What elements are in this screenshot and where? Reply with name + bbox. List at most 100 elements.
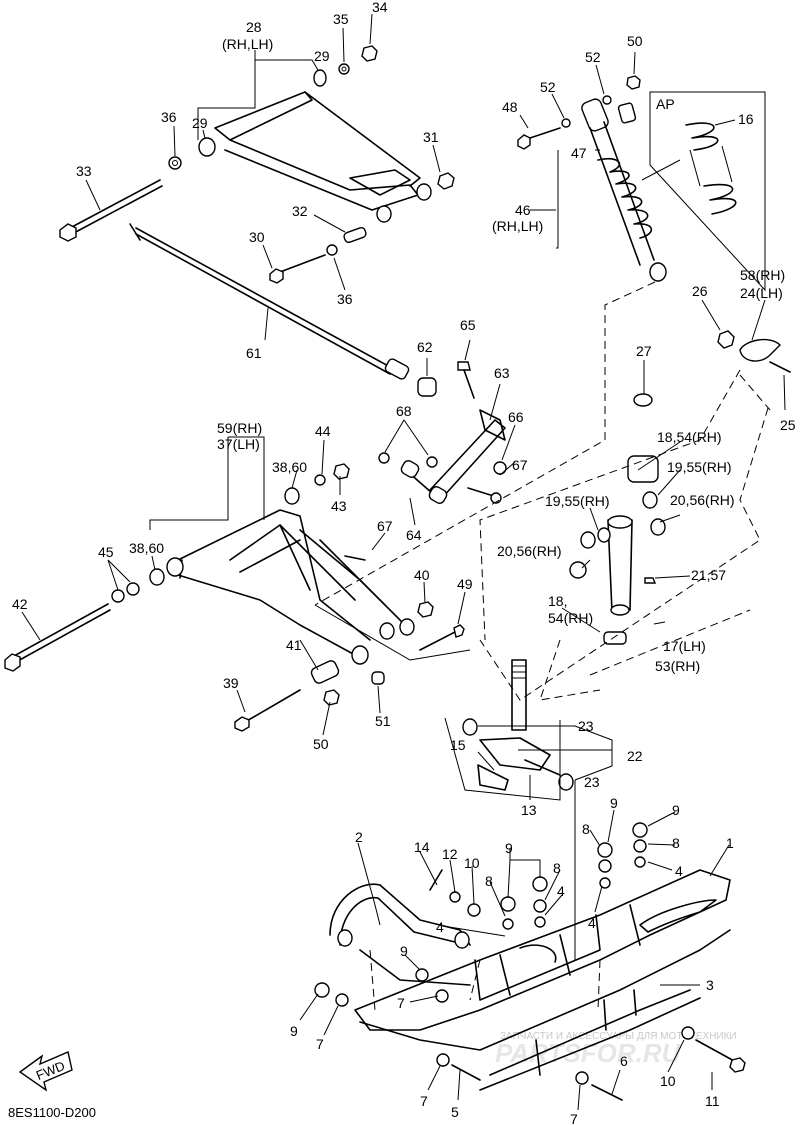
- callout-46-side: (RH,LH): [492, 218, 543, 234]
- callout-27: 27: [636, 343, 652, 359]
- callout-54-lower: 54(RH): [548, 610, 593, 626]
- callout-22: 22: [627, 748, 643, 764]
- callout-53: 53(RH): [655, 658, 700, 674]
- callout-36-lower: 36: [337, 291, 353, 307]
- shock-absorber: [517, 75, 667, 282]
- callout-67-upper: 67: [512, 457, 528, 473]
- callout-14: 14: [414, 839, 430, 855]
- assembly-frames: [314, 281, 771, 1011]
- callout-32: 32: [292, 203, 308, 219]
- callout-36-left: 36: [161, 109, 177, 125]
- callout-51: 51: [375, 713, 391, 729]
- callout-28-side: (RH,LH): [222, 36, 273, 52]
- callout-47: 47: [571, 145, 587, 161]
- callout-38-60-lower: 38,60: [129, 540, 164, 556]
- callout-2: 2: [355, 829, 363, 845]
- ski-hardware: [314, 822, 746, 1101]
- callout-46: 46: [515, 202, 531, 218]
- callout-37: 37(LH): [217, 436, 260, 452]
- callout-6: 6: [620, 1053, 628, 1069]
- callout-20-56-right: 20,56(RH): [670, 492, 735, 508]
- fwd-arrow-icon: FWD: [18, 1051, 73, 1092]
- callout-33: 33: [76, 163, 92, 179]
- steering-arm: [717, 330, 791, 373]
- callout-44: 44: [315, 423, 331, 439]
- lower-arm-hardware: [4, 463, 465, 732]
- callout-61: 61: [246, 345, 262, 361]
- callout-52-left: 52: [540, 79, 556, 95]
- callout-52-top: 52: [585, 49, 601, 65]
- long-shaft: [129, 223, 410, 380]
- callout-10-b: 10: [660, 1073, 676, 1089]
- callout-42: 42: [12, 596, 28, 612]
- upper-arm-hardware: [59, 45, 455, 284]
- callout-18-54-upper: 18,54(RH): [657, 429, 722, 445]
- callout-40: 40: [414, 567, 430, 583]
- callout-23-upper: 23: [578, 718, 594, 734]
- callout-5: 5: [451, 1104, 459, 1120]
- callout-15: 15: [450, 737, 466, 753]
- callout-23-lower: 23: [584, 774, 600, 790]
- callout-9-a: 9: [610, 795, 618, 811]
- callout-19-55-left: 19,55(RH): [545, 493, 610, 509]
- callout-34: 34: [372, 0, 388, 15]
- callout-9-b: 9: [672, 802, 680, 818]
- callout-65: 65: [460, 317, 476, 333]
- callout-8-c: 8: [553, 860, 561, 876]
- callout-24: 24(LH): [740, 285, 783, 301]
- upper-a-arm: [198, 69, 432, 223]
- callout-4-a: 4: [675, 863, 683, 879]
- leader-lines: [21, 13, 786, 1111]
- callout-21-57: 21,57: [691, 567, 726, 583]
- callout-10-a: 10: [464, 855, 480, 871]
- ski: [354, 869, 731, 1091]
- callout-7-c: 7: [420, 1093, 428, 1109]
- callout-48: 48: [502, 99, 518, 115]
- spindle-assembly: [569, 393, 666, 645]
- callout-9-e: 9: [290, 1023, 298, 1039]
- callout-30: 30: [249, 229, 265, 245]
- watermark-brand: PARTSFOR.RU: [495, 1038, 682, 1068]
- callout-17: 17(LH): [663, 638, 706, 654]
- callout-19-55-right: 19,55(RH): [667, 459, 732, 475]
- callout-62: 62: [417, 339, 433, 355]
- callout-41: 41: [286, 637, 302, 653]
- callout-13: 13: [521, 802, 537, 818]
- callout-64: 64: [406, 527, 422, 543]
- callout-58: 58(RH): [740, 267, 785, 283]
- callout-8-a: 8: [582, 821, 590, 837]
- callout-43: 43: [331, 498, 347, 514]
- callout-9-d: 9: [400, 943, 408, 959]
- callout-8-b: 8: [672, 835, 680, 851]
- callout-68: 68: [396, 403, 412, 419]
- callout-63: 63: [494, 365, 510, 381]
- diagram-code: 8ES1100-D200: [8, 1105, 96, 1120]
- tie-rod-linkage: [378, 361, 507, 504]
- ap-detail-box: AP: [649, 91, 766, 292]
- callout-4-b: 4: [557, 883, 565, 899]
- callout-25: 25: [780, 417, 796, 433]
- steering-column: [462, 659, 574, 791]
- callout-59: 59(RH): [217, 420, 262, 436]
- callout-4-d: 4: [436, 919, 444, 935]
- callout-4-c: 4: [588, 915, 596, 931]
- callout-9-c: 9: [505, 840, 513, 856]
- callout-31: 31: [423, 129, 439, 145]
- callout-50-lower: 50: [313, 736, 329, 752]
- callout-38-60-upper: 38,60: [272, 459, 307, 475]
- callout-11: 11: [705, 1093, 720, 1109]
- callout-67-lower: 67: [377, 518, 393, 534]
- ap-label: AP: [656, 96, 675, 112]
- callout-20-56-left: 20,56(RH): [497, 543, 562, 559]
- callout-26: 26: [692, 283, 708, 299]
- callout-12: 12: [442, 846, 458, 862]
- callout-7-a: 7: [397, 995, 405, 1011]
- callout-66: 66: [508, 409, 524, 425]
- callout-49: 49: [457, 576, 473, 592]
- watermark: PARTSFOR.RU ЗАПЧАСТИ И АКСЕССУАРЫ ДЛЯ МО…: [495, 1031, 737, 1068]
- callout-45: 45: [98, 544, 114, 560]
- callout-29-top: 29: [314, 48, 330, 64]
- callout-16: 16: [738, 111, 754, 127]
- watermark-tagline: ЗАПЧАСТИ И АКСЕССУАРЫ ДЛЯ МОТОТЕХНИКИ: [500, 1031, 737, 1042]
